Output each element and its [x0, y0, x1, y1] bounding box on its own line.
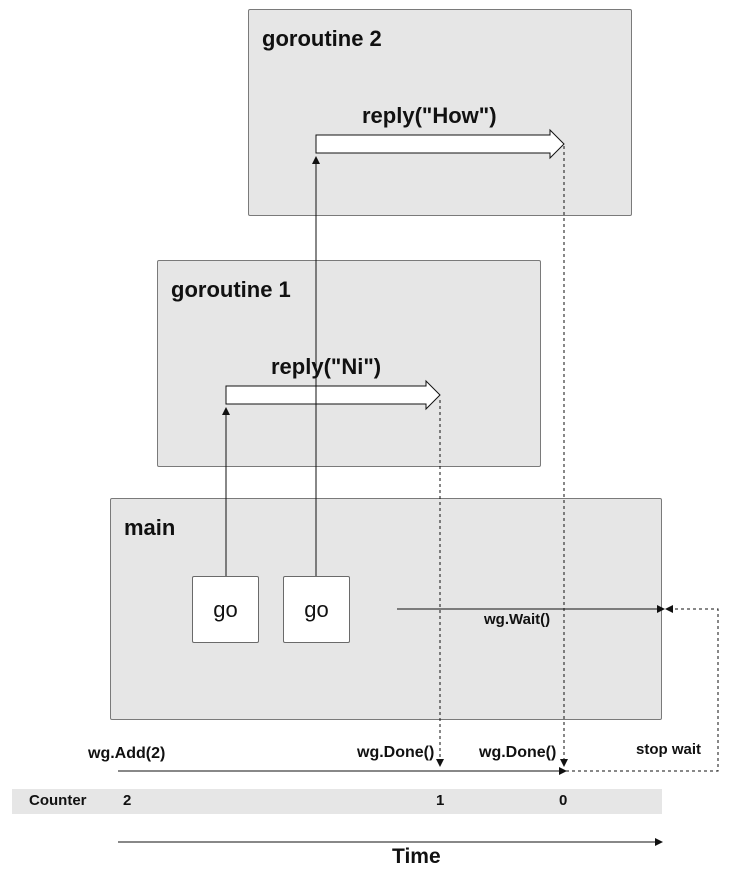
reply-ni-label: reply("Ni"): [271, 354, 382, 379]
done-label-1: wg.Done(): [357, 744, 435, 761]
goroutine-1-title: goroutine 1: [171, 277, 291, 302]
counter-label: Counter: [29, 792, 87, 809]
reply-ni-arrow: [225, 379, 441, 411]
time-label: Time: [392, 845, 441, 868]
go-button-1[interactable]: go: [192, 576, 259, 643]
reply-how-label: reply("How"): [362, 103, 497, 128]
counter-value-2: 2: [123, 792, 132, 809]
done-label-2: wg.Done(): [479, 744, 557, 761]
wait-label: wg.Wait(): [484, 611, 551, 628]
goroutine-2-title: goroutine 2: [262, 26, 382, 51]
goroutine-2-box: goroutine 2: [248, 9, 632, 216]
go-button-2[interactable]: go: [283, 576, 350, 643]
counter-value-1: 1: [436, 792, 445, 809]
goroutine-1-box: goroutine 1: [157, 260, 541, 467]
main-title: main: [124, 515, 176, 540]
add-label: wg.Add(2): [88, 745, 166, 762]
counter-value-0: 0: [559, 792, 568, 809]
reply-how-arrow: [315, 128, 565, 160]
stop-wait-label: stop wait: [636, 741, 702, 758]
counter-band: [12, 789, 662, 814]
